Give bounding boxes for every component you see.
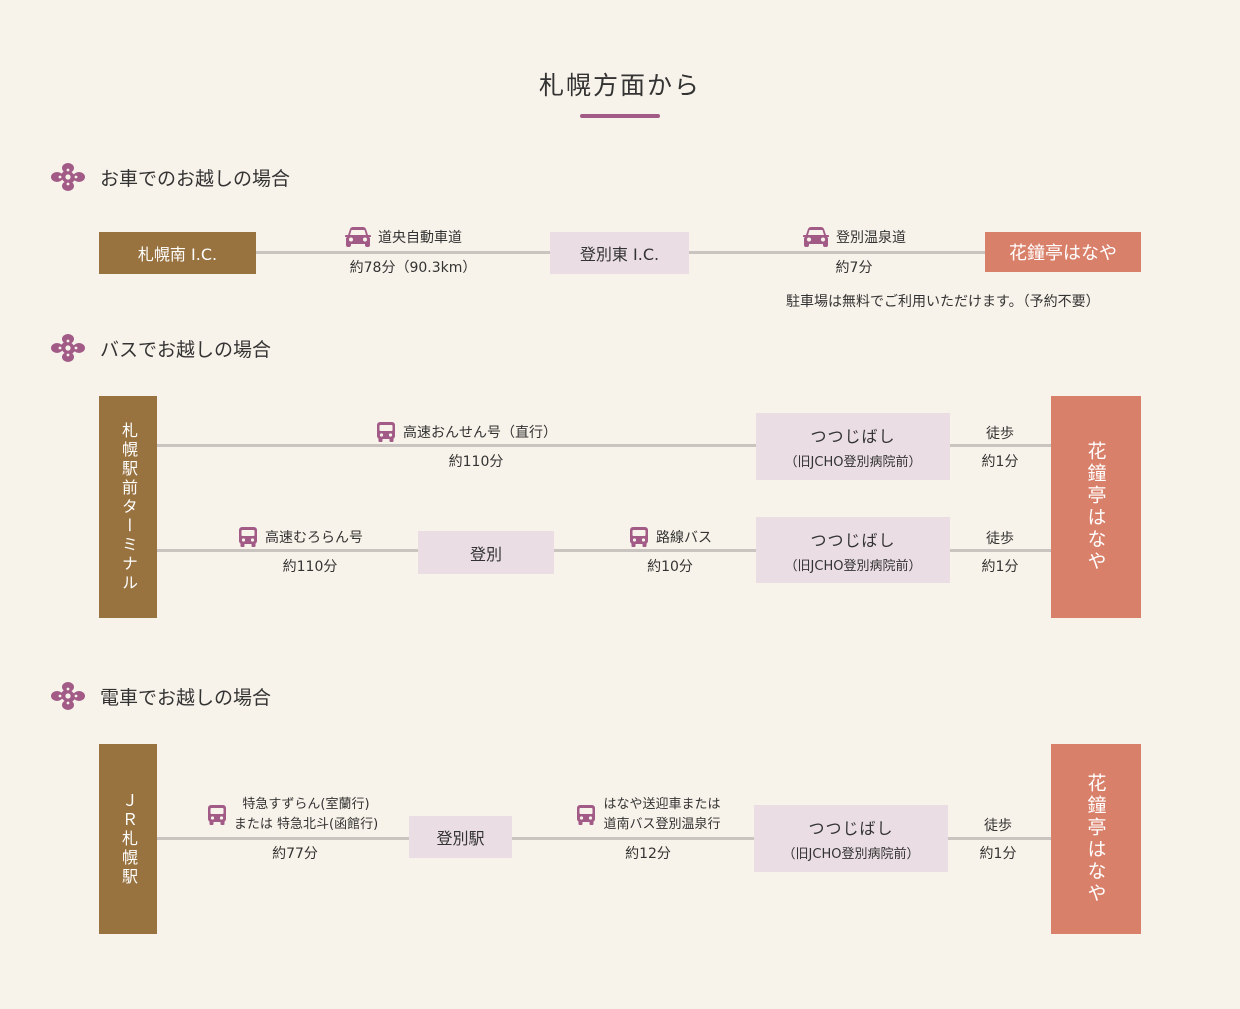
parking-note: 駐車場は無料でご利用いただけます。（予約不要） (786, 294, 1100, 310)
bus-via-box: 登別 (418, 531, 554, 574)
bus-route3-time: 約10分 (647, 559, 693, 575)
train-via-box: 登別駅 (409, 816, 512, 858)
train-seg2-text: はなや送迎車または 道南バス登別温泉行 (603, 795, 720, 835)
bus-route1-time: 約110分 (448, 454, 504, 470)
car-icon (344, 226, 372, 248)
train-destination-box: 花鐘亭はなや (1051, 744, 1141, 934)
car-seg2-time: 約7分 (835, 260, 873, 276)
flower-icon (50, 162, 86, 192)
bus-route1-line (155, 444, 1055, 447)
car-section-heading: お車でのお越しの場合 (50, 162, 290, 192)
train-seg1-label: 特急すずらん(室蘭行) または 特急北斗(函館行) (192, 795, 392, 835)
bus-walk1-time: 約1分 (981, 454, 1019, 470)
bus-section-heading: バスでお越しの場合 (50, 333, 271, 363)
train-walk-label: 徒歩 (984, 818, 1012, 834)
bus-stop2-name: つつじばし (810, 530, 896, 550)
train-seg2-label: はなや送迎車または 道南バス登別温泉行 (548, 795, 748, 835)
train-stop-box: つつじばし （旧JCHO登別病院前） (754, 805, 948, 872)
car-seg1-label: 道央自動車道 (303, 226, 503, 248)
bus-icon (375, 421, 397, 443)
bus-route3-label: 路線バス (580, 526, 760, 548)
car-origin-box: 札幌南 I.C. (99, 232, 256, 274)
bus-icon (575, 804, 597, 826)
train-seg2-time: 約12分 (625, 846, 671, 862)
car-seg1-label-text: 道央自動車道 (378, 230, 462, 246)
bus-walk2-label: 徒歩 (986, 531, 1014, 547)
bus-origin-box: 札幌駅前ターミナル (99, 396, 157, 618)
page-title: 札幌方面から (538, 71, 701, 100)
bus-walk1-label: 徒歩 (986, 426, 1014, 442)
car-heading-text: お車でのお越しの場合 (100, 167, 291, 190)
car-via-box: 登別東 I.C. (550, 232, 689, 274)
train-seg2-line1: はなや送迎車または (603, 797, 721, 812)
train-section-heading: 電車でお越しの場合 (50, 681, 271, 711)
train-origin-box: ＪＲ札幌駅 (99, 744, 157, 934)
bus-stop2-sub: （旧JCHO登別病院前） (784, 558, 922, 574)
bus-heading-text: バスでお越しの場合 (100, 338, 272, 361)
car-seg1-time: 約78分（90.3km） (349, 260, 477, 276)
bus-stop2-box: つつじばし （旧JCHO登別病院前） (756, 517, 950, 583)
bus-route1-label: 高速おんせん号（直行） (356, 421, 576, 443)
train-seg1-line2: または 特急北斗(函館行) (233, 817, 379, 832)
train-walk-time: 約1分 (979, 846, 1017, 862)
bus-route2-label-text: 高速むろらん号 (265, 530, 363, 546)
car-seg2-label-text: 登別温泉道 (836, 230, 906, 246)
train-seg1-text: 特急すずらん(室蘭行) または 特急北斗(函館行) (234, 795, 378, 835)
train-stop-name: つつじばし (808, 819, 894, 838)
bus-route3-label-text: 路線バス (656, 530, 712, 546)
train-route-line (155, 837, 1055, 840)
train-heading-text: 電車でお越しの場合 (100, 686, 272, 709)
bus-stop1-sub: （旧JCHO登別病院前） (784, 455, 922, 470)
bus-stop1-name: つつじばし (810, 427, 896, 446)
bus-icon (206, 804, 228, 826)
bus-icon (628, 526, 650, 548)
train-stop-sub: （旧JCHO登別病院前） (782, 847, 920, 862)
bus-route2-time: 約110分 (282, 559, 338, 575)
bus-icon (237, 526, 259, 548)
bus-walk2-time: 約1分 (981, 559, 1019, 575)
bus-route2-label: 高速むろらん号 (200, 526, 400, 548)
train-seg1-line1: 特急すずらん(室蘭行) (242, 797, 370, 812)
train-seg1-time: 約77分 (272, 846, 318, 862)
flower-icon (50, 681, 86, 711)
bus-destination-box: 花鐘亭はなや (1051, 396, 1141, 618)
car-seg2-label: 登別温泉道 (754, 226, 954, 248)
flower-icon (50, 333, 86, 363)
train-seg2-line2: 道南バス登別温泉行 (603, 817, 721, 832)
title-underline (580, 114, 660, 118)
car-icon (802, 226, 830, 248)
bus-route2-line (155, 549, 1055, 552)
bus-route1-label-text: 高速おんせん号（直行） (403, 425, 557, 441)
bus-stop1-box: つつじばし （旧JCHO登別病院前） (756, 413, 950, 480)
car-destination-box: 花鐘亭はなや (985, 232, 1141, 272)
